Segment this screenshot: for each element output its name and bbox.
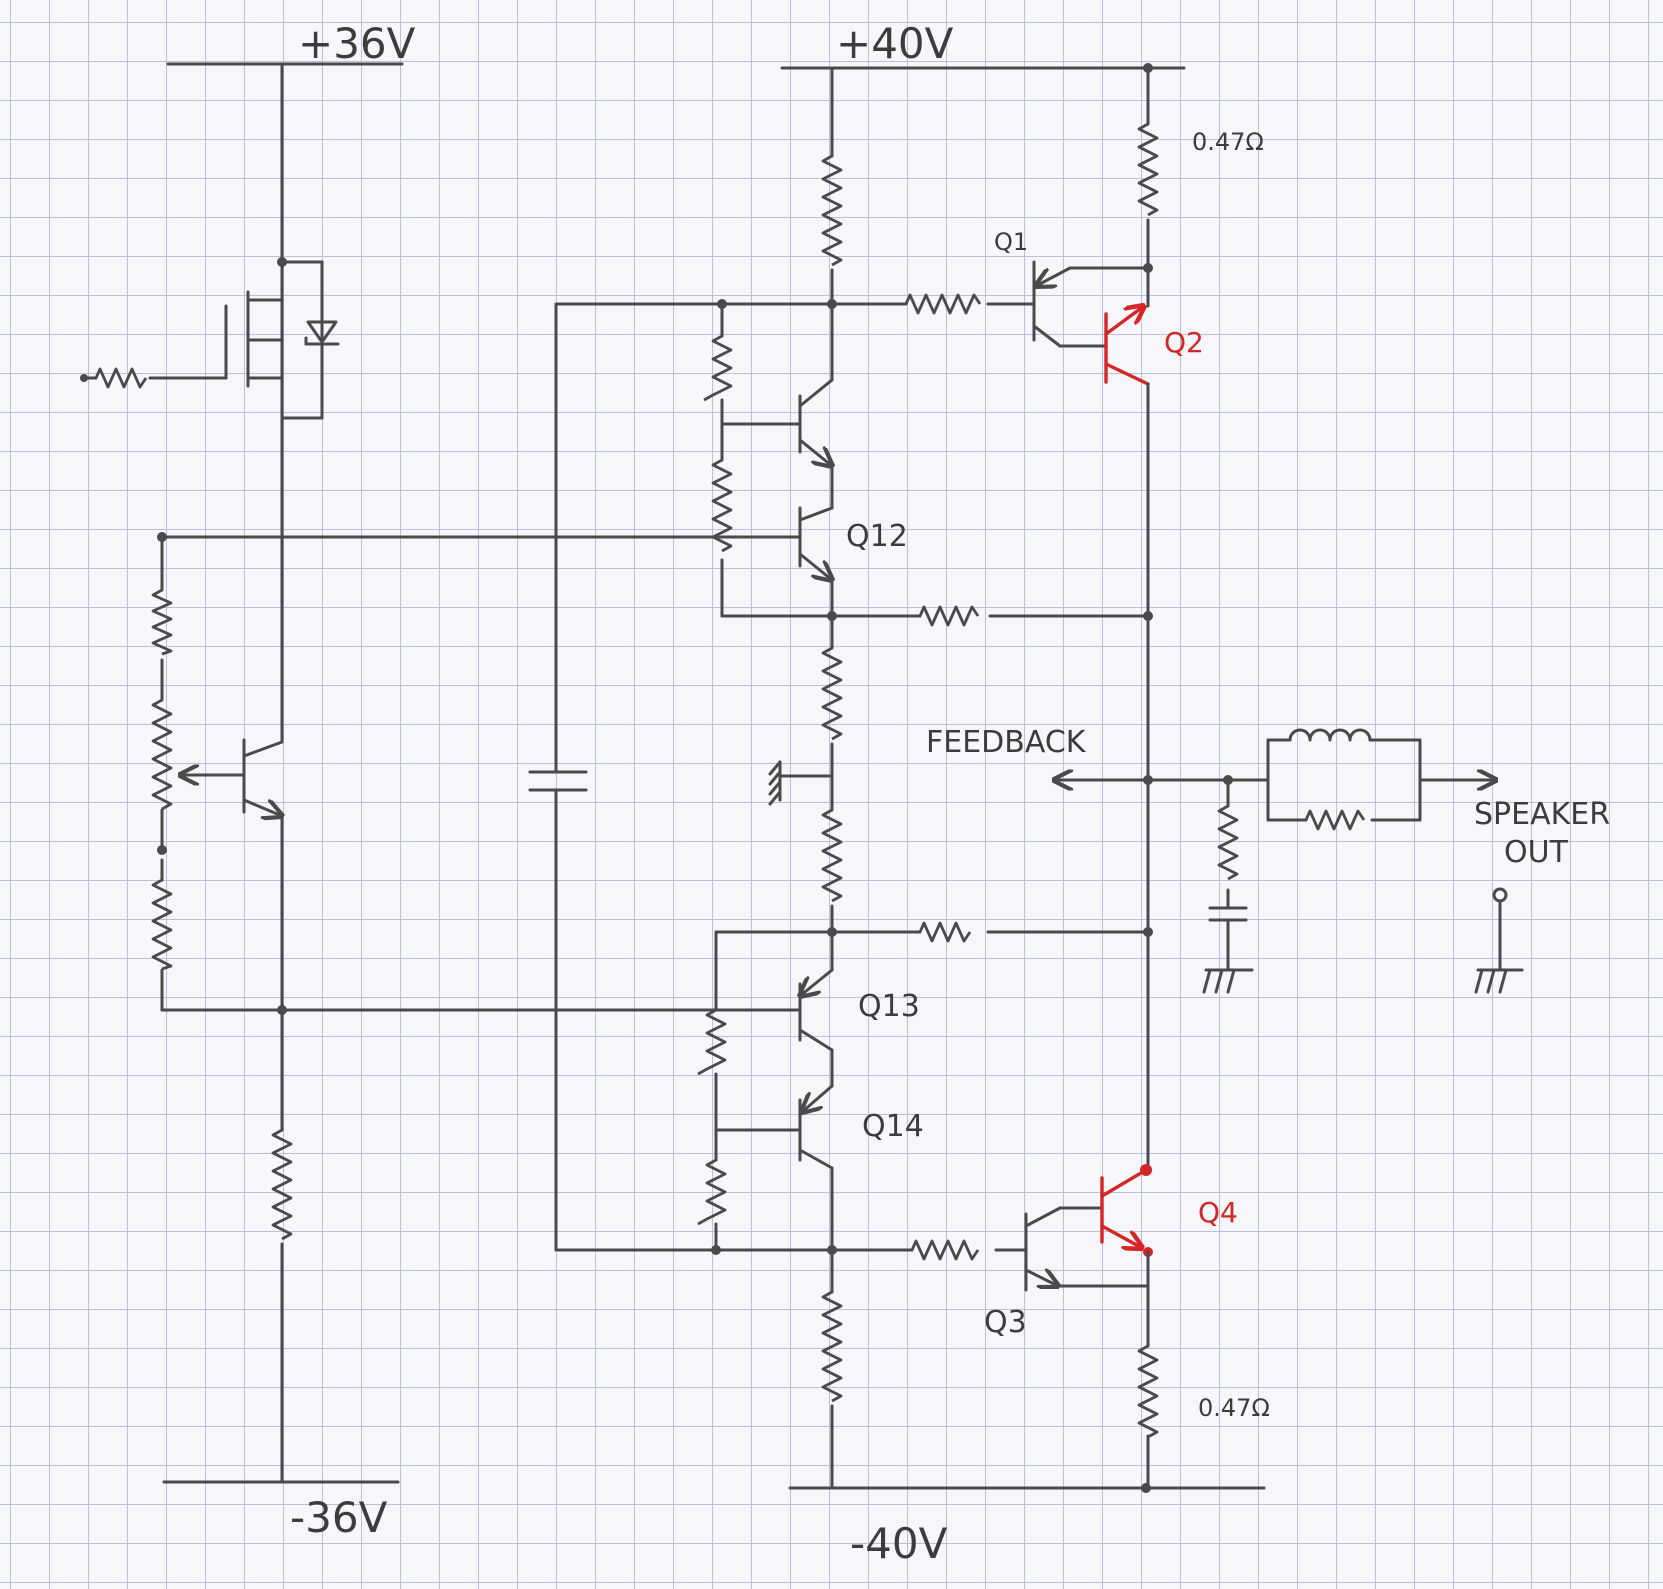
rail-label-plus-40v: +40V: [836, 19, 954, 68]
transistor-q13: [698, 930, 834, 1088]
upper-vbe-transistor: [798, 302, 832, 510]
label-q3: Q3: [984, 1305, 1027, 1340]
transistor-q14: [800, 1084, 834, 1252]
transistor-q3: [1024, 1206, 1150, 1292]
label-q12: Q12: [846, 519, 908, 554]
q1-base-resistor: [904, 293, 1036, 315]
tail-resistor: [271, 1008, 293, 1484]
node-q13-emitter: [714, 921, 1153, 943]
ground-symbol-speaker: [1474, 968, 1524, 994]
ground-symbol-center: [768, 760, 834, 806]
bias-potentiometer: [151, 698, 246, 811]
output-inductor-resistor: [1266, 728, 1496, 831]
label-q1: Q1: [994, 228, 1028, 256]
node-bottom-driver: [827, 1239, 1026, 1261]
speaker-terminal: [1492, 887, 1508, 972]
zener-diode: [304, 320, 340, 346]
middle-resistor-upper: [821, 614, 843, 812]
rail-label-plus-36v: +36V: [298, 19, 416, 68]
rail-minus-40v: [788, 1483, 1266, 1493]
driver-node-top-wire: [717, 299, 908, 309]
node-q12-emitter: [827, 605, 1153, 627]
transistor-q1: [1034, 260, 1150, 348]
bias-transistor: [242, 738, 282, 1012]
label-q14: Q14: [862, 1109, 924, 1144]
emitter-resistor-bottom: [1137, 1284, 1159, 1490]
driver-lower-resistor: [821, 1248, 843, 1490]
input-resistor: [80, 367, 148, 389]
zobel-network: [1146, 775, 1270, 972]
label-speaker-out: OUT: [1504, 835, 1569, 870]
transistor-q4: [1100, 1164, 1153, 1288]
transistor-q12: [692, 506, 832, 618]
label-q2: Q2: [1164, 326, 1204, 359]
bootstrap-capacitor-loop: [528, 302, 834, 1252]
label-q13: Q13: [858, 989, 920, 1024]
lower-resistor-left: [697, 930, 802, 1255]
mosfet-current-source: [148, 260, 324, 420]
label-emitter-resistor-bottom: 0.47Ω: [1198, 1394, 1270, 1422]
transistor-q2: [1104, 266, 1150, 618]
rail-label-minus-36v: -36V: [290, 1493, 388, 1542]
label-speaker: SPEAKER: [1474, 797, 1610, 832]
label-emitter-resistor-top: 0.47Ω: [1192, 128, 1264, 156]
label-q4: Q4: [1198, 1196, 1238, 1229]
left-supply-wire: [277, 62, 287, 744]
label-feedback: FEEDBACK: [926, 725, 1087, 760]
bias-divider-wire: [157, 532, 702, 1015]
rail-label-minus-40v: -40V: [850, 1519, 948, 1568]
driver-upper-resistor: [821, 66, 843, 309]
emitter-resistor-top: [1137, 66, 1159, 273]
middle-resistor-lower: [821, 808, 843, 937]
ground-symbol-zobel: [1202, 968, 1254, 994]
bias-resistor-top: [151, 588, 173, 656]
upper-resistor-left: [703, 302, 834, 618]
output-bus: [1143, 614, 1153, 1170]
bias-resistor-bottom: [151, 878, 173, 971]
